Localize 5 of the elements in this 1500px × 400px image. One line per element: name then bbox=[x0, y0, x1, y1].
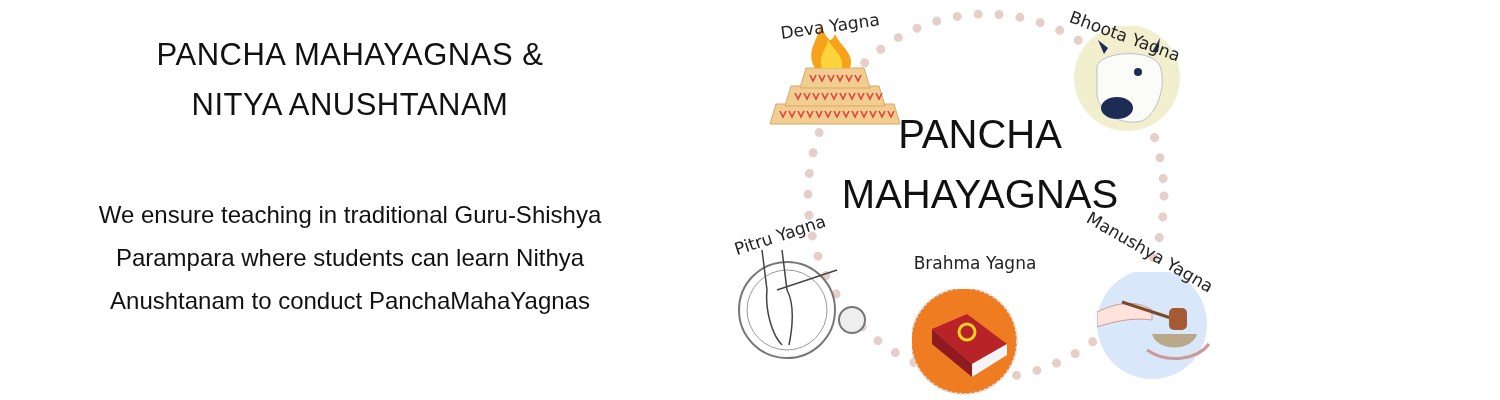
title: PANCHA MAHAYAGNAS & NITYA ANUSHTANAM bbox=[155, 36, 545, 124]
description-text: We ensure teaching in traditional Guru-Shishya Parampara where students can learn Nithya Anushtanam to conduct PanchaMahaYagnas bbox=[97, 200, 603, 316]
yagna-label: Deva Yagna bbox=[779, 9, 881, 43]
yagna-label: Pitru Yagna bbox=[731, 210, 829, 260]
yagna-label: Brahma Yagna bbox=[913, 253, 1037, 273]
